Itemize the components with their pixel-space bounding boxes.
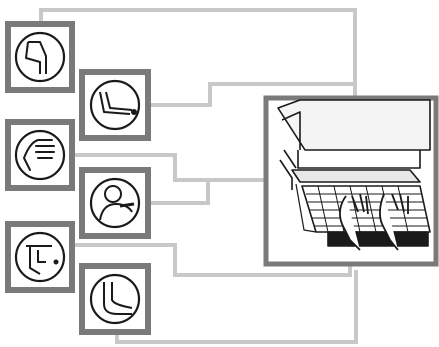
connector-foot	[117, 270, 356, 342]
icon-hand-frame	[8, 122, 72, 188]
icon-elbow-frame	[82, 72, 148, 138]
icon-foot-frame	[82, 266, 148, 332]
connector-back	[150, 180, 208, 203]
icon-knee-frame	[8, 24, 72, 90]
workstation-panel	[266, 98, 436, 264]
icon-back-frame	[82, 170, 148, 236]
icon-eye-frame	[8, 224, 72, 290]
